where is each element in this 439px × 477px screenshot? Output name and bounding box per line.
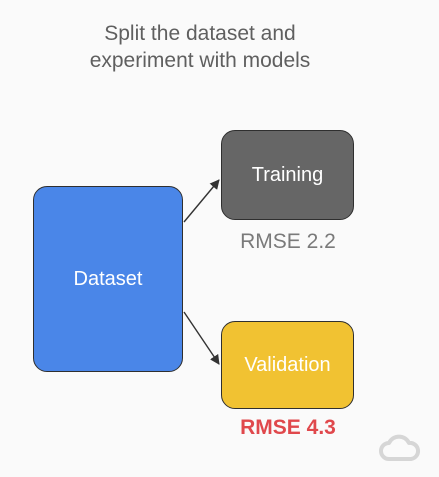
validation-node: Validation [221,321,354,409]
cloud-logo-icon [379,434,421,461]
training-label: Training [251,163,324,186]
arrow-to-training [183,179,220,223]
dataset-node: Dataset [33,186,183,372]
training-rmse: RMSE 2.2 [240,230,336,253]
diagram-title: Split the dataset and experiment with mo… [89,22,311,72]
training-node: Training [221,130,354,220]
validation-rmse: RMSE 4.3 [240,416,336,439]
dataset-label: Dataset [73,267,143,290]
arrow-to-validation [183,311,220,365]
validation-label: Validation [244,353,331,376]
